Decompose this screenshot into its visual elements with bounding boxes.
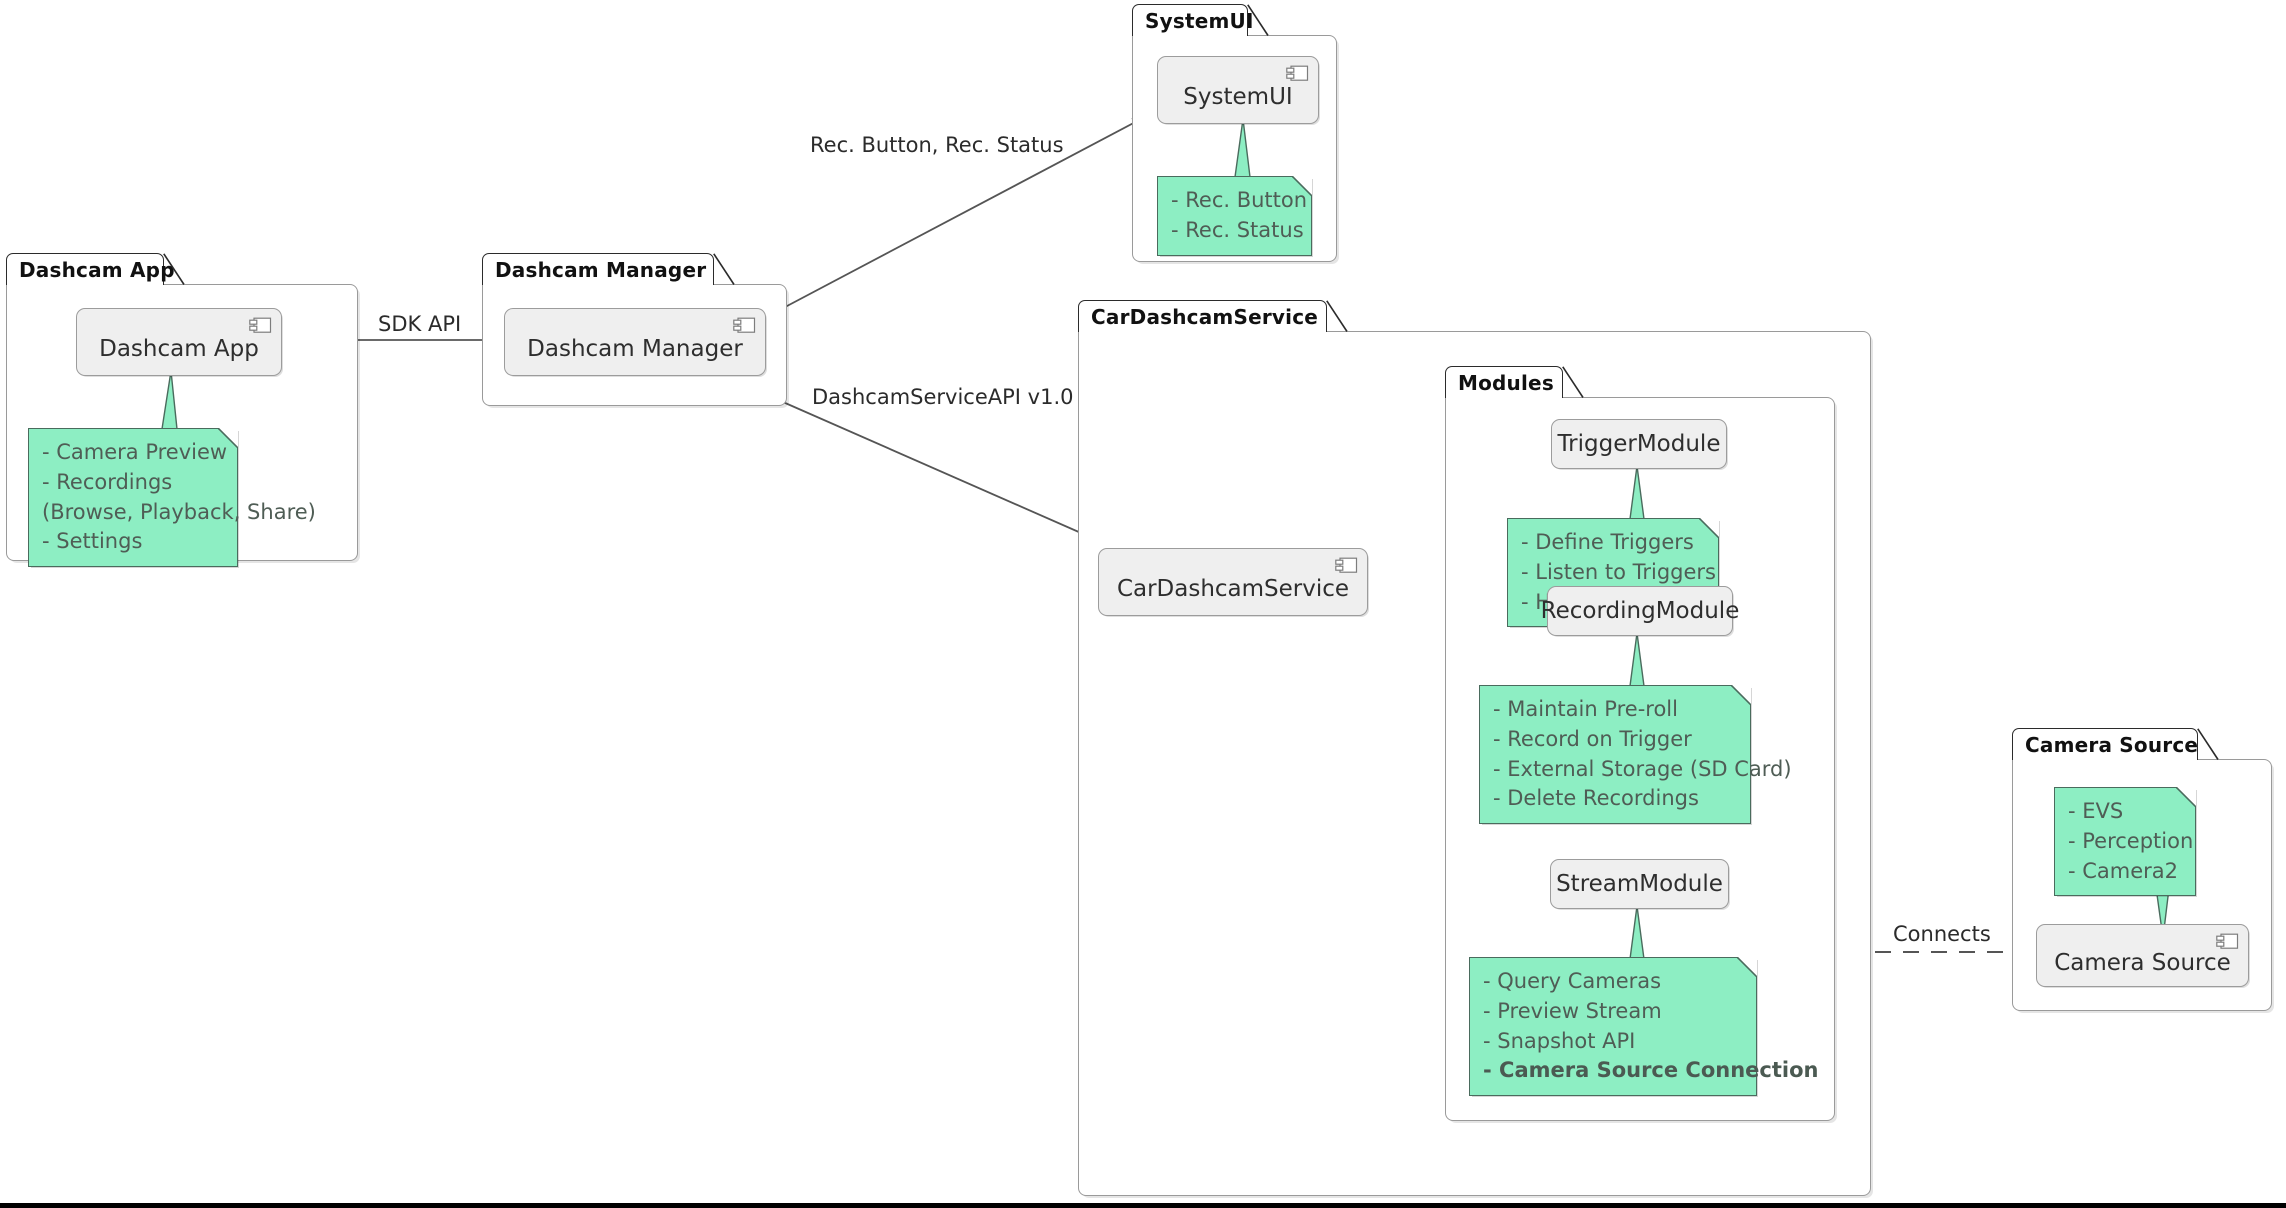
- component-label: CarDashcamService: [1116, 576, 1350, 602]
- component-label: SystemUI: [1183, 84, 1293, 110]
- systemui-package: SystemUI SystemUI - Rec. Button - Rec. S…: [1132, 4, 1337, 262]
- camera-source-component[interactable]: Camera Source: [2036, 924, 2249, 987]
- component-label: Dashcam Manager: [527, 336, 743, 362]
- component-label: RecordingModule: [1540, 598, 1740, 624]
- note-line: (Browse, Playback, Share): [42, 499, 316, 524]
- dashcam-manager-component[interactable]: Dashcam Manager: [504, 308, 766, 376]
- package-tab-slant: [1247, 4, 1269, 36]
- component-label: TriggerModule: [1557, 431, 1721, 457]
- package-tab-dashcam-app: Dashcam App: [6, 253, 175, 285]
- note-line: - Maintain Pre-roll: [1493, 697, 1678, 721]
- note-line: - Settings: [42, 529, 143, 554]
- bottom-bar: [0, 1203, 2286, 1208]
- component-icon: [733, 317, 756, 333]
- note-anchor-systemui: [1234, 119, 1251, 178]
- note-line: - Camera Preview: [42, 440, 228, 464]
- systemui-component[interactable]: SystemUI: [1157, 56, 1319, 124]
- recordingmodule-note: - Maintain Pre-roll - Record on Trigger …: [1479, 685, 1792, 825]
- note-anchor-triggermodule: [1629, 466, 1645, 520]
- dashcam-app-package: Dashcam App Dashcam App - Camera Previe: [6, 253, 358, 568]
- note-line: - Define Triggers: [1521, 530, 1694, 554]
- note-line: - Delete Recordings: [1493, 786, 1699, 811]
- note-line: - Rec. Button: [1171, 188, 1308, 212]
- note-fold-icon: [2176, 787, 2196, 807]
- cardashcamservice-component[interactable]: CarDashcamService: [1098, 548, 1368, 616]
- package-tab-slant: [163, 253, 185, 285]
- edge-label-dashcamserviceapi: DashcamServiceAPI v1.0: [812, 385, 1074, 409]
- note-anchor-dashcam-app: [161, 371, 178, 430]
- package-label: CarDashcamService: [1091, 304, 1319, 329]
- package-tab-dashcam-manager: Dashcam Manager: [482, 253, 714, 285]
- package-tab-modules: Modules: [1445, 366, 1563, 398]
- package-tab-slant: [1326, 300, 1348, 332]
- triggermodule-component[interactable]: TriggerModule: [1551, 419, 1727, 469]
- note-line: - Rec. Status: [1171, 217, 1304, 242]
- note-line: - EVS: [2068, 799, 2124, 823]
- package-label: Dashcam Manager: [495, 257, 707, 282]
- note-line: - Preview Stream: [1483, 998, 1662, 1023]
- package-tab-slant: [1562, 366, 1584, 398]
- package-label: Dashcam App: [19, 257, 175, 282]
- note-line: - External Storage (SD Card): [1493, 756, 1792, 781]
- component-icon: [1286, 65, 1309, 81]
- note-fold-icon: [218, 428, 238, 448]
- note-anchor-recordingmodule: [1629, 633, 1645, 687]
- note-line: - Snapshot API: [1483, 1028, 1636, 1053]
- note-fold-icon: [1737, 957, 1757, 977]
- streammodule-component[interactable]: StreamModule: [1550, 859, 1729, 909]
- note-line: - Record on Trigger: [1493, 726, 1692, 751]
- package-label: Camera Source: [2025, 732, 2199, 757]
- dashcam-app-component[interactable]: Dashcam App: [76, 308, 282, 376]
- component-icon: [249, 317, 272, 333]
- edge-label-connects: Connects: [1893, 922, 1991, 946]
- edge-label-rec-button-status: Rec. Button, Rec. Status: [810, 133, 1064, 157]
- edge-label-sdk-api: SDK API: [378, 312, 462, 336]
- note-line: - Perception: [2068, 828, 2194, 853]
- streammodule-note: - Query Cameras - Preview Stream - Snaps…: [1469, 957, 1819, 1097]
- component-label: StreamModule: [1556, 871, 1723, 897]
- note-line: - Listen to Triggers: [1521, 559, 1716, 584]
- package-tab-slant: [2197, 728, 2219, 760]
- component-label: Camera Source: [2054, 949, 2231, 976]
- note-line: - Query Cameras: [1483, 969, 1662, 993]
- component-icon: [2216, 933, 2239, 949]
- package-label: Modules: [1458, 370, 1554, 395]
- note-line: - Camera Source Connection: [1483, 1058, 1819, 1083]
- package-label: SystemUI: [1145, 8, 1254, 33]
- note-line: - Recordings: [42, 469, 173, 494]
- dashcam-app-note: - Camera Preview - Recordings (Browse, P…: [28, 428, 316, 568]
- cardashcamservice-package: CarDashcamService CarDashcamService Modu…: [1078, 300, 1871, 1196]
- package-tab-systemui: SystemUI: [1132, 4, 1253, 36]
- note-fold-icon: [1292, 176, 1312, 196]
- camera-source-package: Camera Source - EVS - Perception - Camer…: [2012, 728, 2286, 1021]
- modules-package: Modules TriggerModule - Define Triggers …: [1445, 366, 1835, 1121]
- package-tab-cardashcamservice: CarDashcamService: [1078, 300, 1327, 332]
- recordingmodule-component[interactable]: RecordingModule: [1541, 586, 1739, 636]
- camera-source-note: - EVS - Perception - Camera2: [2054, 787, 2196, 897]
- systemui-note: - Rec. Button - Rec. Status: [1157, 176, 1312, 256]
- note-fold-icon: [1699, 518, 1719, 538]
- note-anchor-streammodule: [1629, 906, 1645, 960]
- package-tab-slant: [713, 253, 735, 285]
- dashcam-manager-package: Dashcam Manager Dashcam Manager: [482, 253, 787, 406]
- component-label: Dashcam App: [99, 336, 259, 362]
- package-tab-camera-source: Camera Source: [2012, 728, 2198, 760]
- edge-dashcamserviceapi-path: [766, 394, 1098, 541]
- note-fold-icon: [1731, 685, 1751, 705]
- note-line: - Camera2: [2068, 858, 2179, 883]
- component-icon: [1335, 557, 1358, 573]
